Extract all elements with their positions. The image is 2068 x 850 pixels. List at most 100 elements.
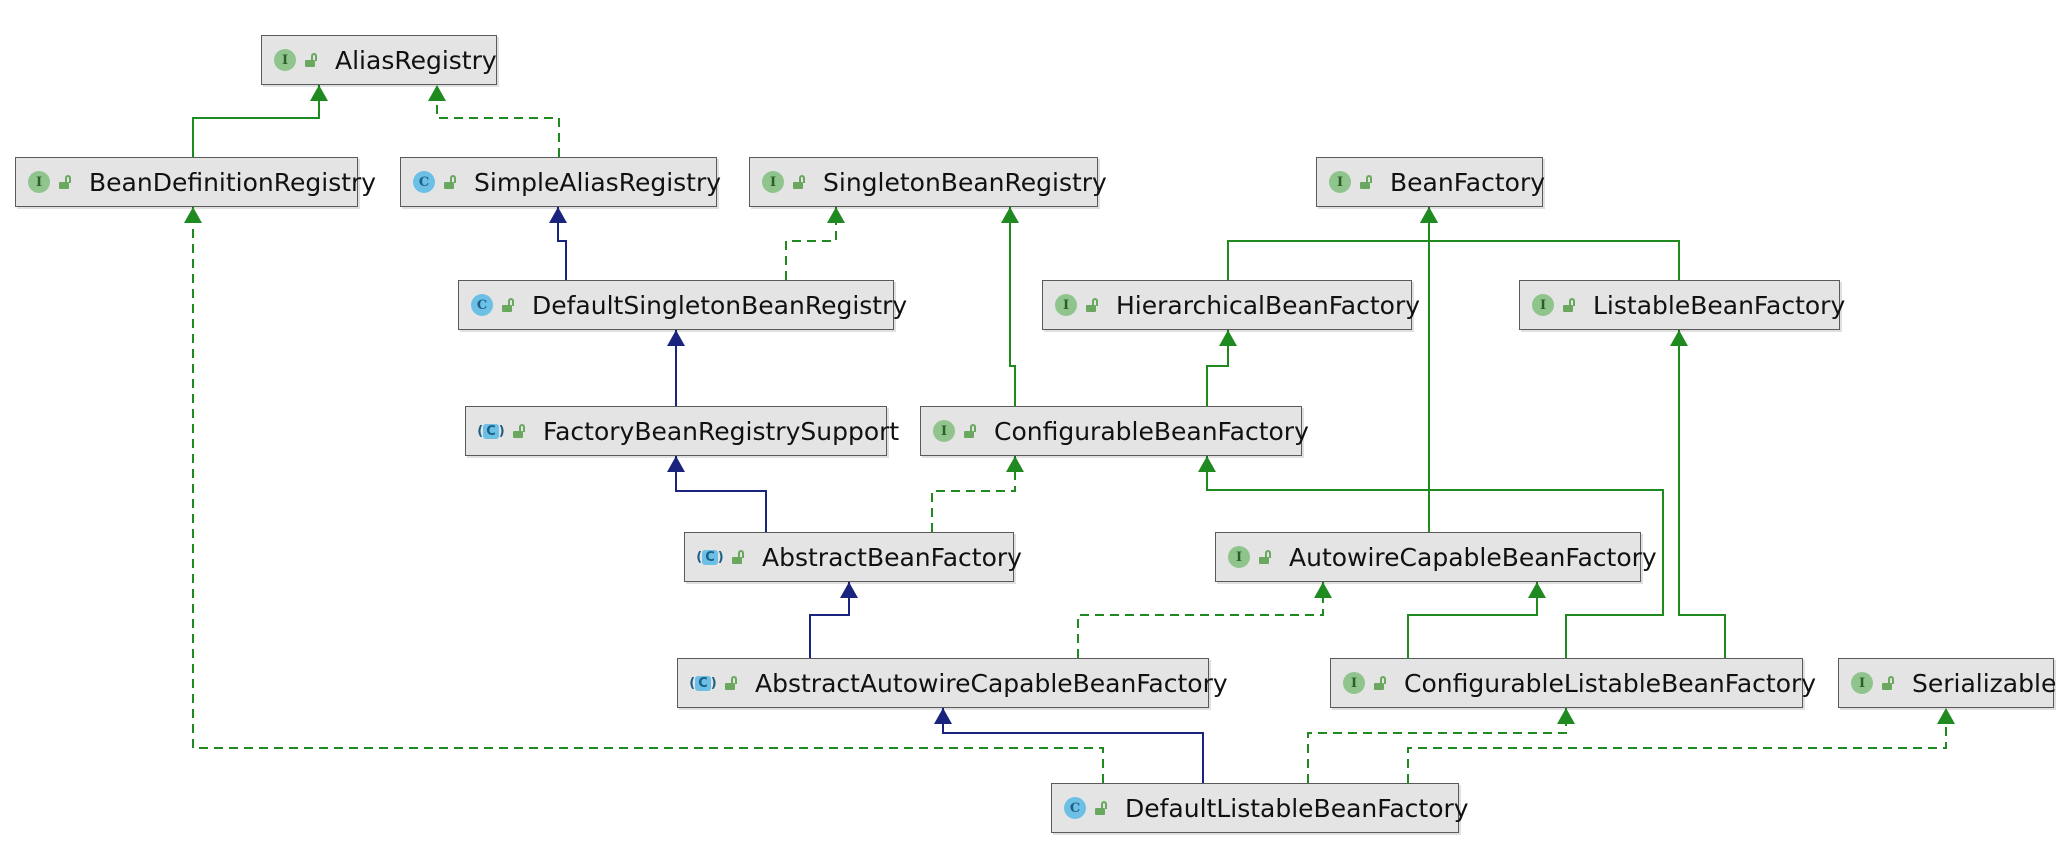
node-label: ConfigurableListableBeanFactory — [1404, 668, 1817, 698]
interface-icon: I — [1228, 546, 1250, 568]
node-label: AbstractAutowireCapableBeanFactory — [755, 668, 1228, 698]
arrowhead — [1420, 207, 1438, 223]
node-default-listable-bean-factory[interactable]: C DefaultListableBeanFactory — [1051, 783, 1469, 833]
node-serializable[interactable]: I Serializable — [1838, 658, 2057, 708]
arrowhead — [840, 582, 858, 598]
edge-extends-interface — [1428, 207, 1680, 280]
node-factory-bean-registry-support[interactable]: (C) FactoryBeanRegistrySupport — [465, 406, 899, 456]
node-label: BeanFactory — [1390, 167, 1546, 197]
arrowhead — [1670, 330, 1688, 346]
class-icon: C — [1064, 797, 1086, 819]
abstract-class-icon: (C) — [696, 549, 724, 565]
node-singleton-bean-registry[interactable]: I SingletonBeanRegistry — [749, 157, 1107, 207]
edge-extends-interface — [1678, 330, 1726, 658]
node-bean-definition-registry[interactable]: I BeanDefinitionRegistry — [15, 157, 376, 207]
node-label: SimpleAliasRegistry — [474, 167, 722, 197]
edge-extends-interface — [1206, 330, 1229, 406]
node-label: FactoryBeanRegistrySupport — [543, 416, 900, 446]
arrowhead — [184, 207, 202, 223]
node-label: BeanDefinitionRegistry — [89, 167, 377, 197]
node-alias-registry[interactable]: I AliasRegistry — [261, 35, 497, 85]
edge-extends-interface — [1206, 456, 1664, 658]
arrowhead — [310, 85, 328, 101]
edge-implements — [1307, 708, 1567, 783]
node-abstract-bean-factory[interactable]: (C) AbstractBeanFactory — [684, 532, 1022, 582]
arrowhead — [428, 85, 446, 101]
public-access-icon — [304, 53, 317, 67]
interface-icon: I — [1851, 672, 1873, 694]
public-access-icon — [963, 424, 976, 438]
public-access-icon — [1562, 298, 1575, 312]
arrowhead — [1528, 582, 1546, 598]
node-label: AutowireCapableBeanFactory — [1289, 542, 1657, 572]
class-icon: C — [471, 294, 493, 316]
arrowhead — [1937, 708, 1955, 724]
edge-extends — [942, 708, 1204, 783]
edge-extends-interface — [192, 85, 320, 157]
node-label: HierarchicalBeanFactory — [1116, 290, 1421, 320]
arrowhead — [934, 708, 952, 724]
arrowhead — [1198, 456, 1216, 472]
public-access-icon — [58, 175, 71, 189]
interface-icon: I — [28, 171, 50, 193]
node-label: AbstractBeanFactory — [762, 542, 1022, 572]
node-label: DefaultSingletonBeanRegistry — [532, 290, 908, 320]
edge-extends — [675, 456, 767, 532]
public-access-icon — [1258, 550, 1271, 564]
node-configurable-bean-factory[interactable]: I ConfigurableBeanFactory — [920, 406, 1309, 456]
node-bean-factory[interactable]: I BeanFactory — [1316, 157, 1546, 207]
edge-implements — [931, 456, 1016, 532]
interface-icon: I — [1329, 171, 1351, 193]
edge-extends-interface — [1407, 582, 1538, 658]
interface-icon: I — [274, 49, 296, 71]
abstract-class-icon: (C) — [689, 675, 717, 691]
node-label: SingletonBeanRegistry — [823, 167, 1107, 197]
public-access-icon — [512, 424, 525, 438]
node-autowire-capable-bean-factory[interactable]: I AutowireCapableBeanFactory — [1215, 532, 1657, 582]
edge-implements — [785, 207, 837, 280]
node-listable-bean-factory[interactable]: I ListableBeanFactory — [1519, 280, 1845, 330]
arrowhead — [1006, 456, 1024, 472]
edge-implements — [436, 85, 560, 157]
node-label: ListableBeanFactory — [1593, 290, 1846, 320]
node-label: DefaultListableBeanFactory — [1125, 793, 1469, 823]
node-abstract-autowire-capable-bean-factory[interactable]: (C) AbstractAutowireCapableBeanFactory — [677, 658, 1228, 708]
edge-extends-interface — [1009, 207, 1016, 406]
class-icon: C — [413, 171, 435, 193]
interface-icon: I — [762, 171, 784, 193]
edge-extends — [809, 582, 850, 658]
edge-implements — [192, 207, 1104, 783]
public-access-icon — [443, 175, 456, 189]
interface-icon: I — [933, 420, 955, 442]
interface-icon: I — [1532, 294, 1554, 316]
node-default-singleton-bean-registry[interactable]: C DefaultSingletonBeanRegistry — [458, 280, 907, 330]
edge-implements — [1407, 708, 1947, 783]
arrowhead — [667, 330, 685, 346]
arrowhead — [827, 207, 845, 223]
node-simple-alias-registry[interactable]: C SimpleAliasRegistry — [400, 157, 721, 207]
arrowhead — [1219, 330, 1237, 346]
interface-icon: I — [1055, 294, 1077, 316]
edge-extends-interface — [1227, 207, 1430, 280]
edge-implements — [1077, 582, 1324, 658]
node-configurable-listable-bean-factory[interactable]: I ConfigurableListableBeanFactory — [1330, 658, 1816, 708]
node-label: AliasRegistry — [335, 45, 497, 75]
interface-icon: I — [1343, 672, 1365, 694]
arrowhead — [1001, 207, 1019, 223]
node-hierarchical-bean-factory[interactable]: I HierarchicalBeanFactory — [1042, 280, 1420, 330]
arrowhead — [1314, 582, 1332, 598]
public-access-icon — [1881, 676, 1894, 690]
public-access-icon — [501, 298, 514, 312]
arrowhead — [667, 456, 685, 472]
public-access-icon — [792, 175, 805, 189]
public-access-icon — [1094, 801, 1107, 815]
node-label: Serializable — [1912, 668, 2057, 698]
node-label: ConfigurableBeanFactory — [994, 416, 1309, 446]
public-access-icon — [724, 676, 737, 690]
abstract-class-icon: (C) — [477, 423, 505, 439]
public-access-icon — [731, 550, 744, 564]
public-access-icon — [1373, 676, 1386, 690]
edge-extends — [557, 207, 567, 280]
